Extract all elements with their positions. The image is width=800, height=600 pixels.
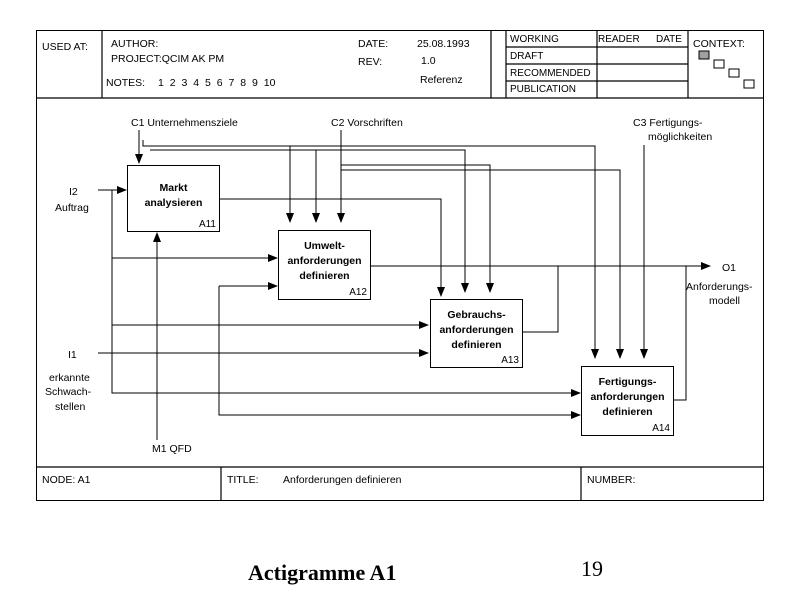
notes-values: 1 2 3 4 5 6 7 8 9 10 xyxy=(158,77,276,89)
activity-box-a12: Umwelt- anforderungen definieren A12 xyxy=(278,230,371,300)
input-i1-note-2: Schwach- xyxy=(45,386,92,398)
date-column-label: DATE xyxy=(656,34,682,45)
a13-title-line2: anforderungen xyxy=(439,324,514,336)
input-i1-label: I1 xyxy=(68,349,77,361)
title-label: TITLE: xyxy=(227,474,259,486)
activity-box-a14: Fertigungs- anforderungen definieren A14 xyxy=(581,366,674,436)
status-recommended: RECOMMENDED xyxy=(510,68,591,79)
context-label: CONTEXT: xyxy=(693,38,745,50)
date-label: DATE: xyxy=(358,38,389,50)
activity-box-a11: Markt analysieren A11 xyxy=(127,165,220,232)
a13-title-line1: Gebrauchs- xyxy=(447,309,506,321)
a12-title-line3: definieren xyxy=(299,270,350,282)
page-number: 19 xyxy=(581,556,603,581)
status-working: WORKING xyxy=(510,34,559,45)
a11-title-line1: Markt xyxy=(159,182,188,194)
rev-value: 1.0 xyxy=(421,55,436,67)
a12-title-line2: anforderungen xyxy=(287,255,362,267)
mechanism-m1-label: M1 QFD xyxy=(152,443,192,455)
input-i1-note-1: erkannte xyxy=(49,372,90,384)
used-at-label: USED AT: xyxy=(42,41,88,53)
a13-title-line3: definieren xyxy=(451,339,502,351)
rev-label: REV: xyxy=(358,56,383,68)
context-diagram xyxy=(698,50,755,89)
output-o1-name: Anforderungs- xyxy=(686,281,753,293)
slide-caption: Actigramme A1 xyxy=(248,560,397,585)
output-o1-name-line2: modell xyxy=(709,295,740,307)
a14-title-line3: definieren xyxy=(602,406,653,418)
notes-label: NOTES: xyxy=(106,77,146,89)
input-i2-label: I2 xyxy=(69,186,78,198)
input-i2-name: Auftrag xyxy=(55,202,89,214)
status-draft: DRAFT xyxy=(510,51,544,62)
a14-node-id: A14 xyxy=(652,423,670,434)
reader-label: READER xyxy=(598,34,640,45)
control-c2-label: C2 Vorschriften xyxy=(331,117,403,129)
a14-title-line1: Fertigungs- xyxy=(598,376,657,388)
a11-node-id: A11 xyxy=(198,219,216,230)
title-value: Anforderungen definieren xyxy=(283,474,402,486)
input-i1-note-3: stellen xyxy=(55,401,86,413)
node-label: NODE: A1 xyxy=(42,474,91,486)
status-publication: PUBLICATION xyxy=(510,84,576,95)
author-label: AUTHOR: xyxy=(111,38,159,50)
project-label: PROJECT:QCIM AK PM xyxy=(111,53,225,65)
control-c1-label: C1 Unternehmensziele xyxy=(131,117,238,129)
a11-title-line2: analysieren xyxy=(144,197,203,209)
arrows xyxy=(98,130,711,440)
a13-node-id: A13 xyxy=(501,355,519,366)
date-value: 25.08.1993 xyxy=(417,38,470,50)
referenz-label: Referenz xyxy=(420,74,463,86)
form-grid xyxy=(36,30,764,501)
activity-box-a13: Gebrauchs- anforderungen definieren A13 xyxy=(430,299,523,368)
a14-title-line2: anforderungen xyxy=(590,391,665,403)
number-label: NUMBER: xyxy=(587,474,636,486)
idef0-form-frame xyxy=(36,30,764,501)
a12-node-id: A12 xyxy=(349,287,367,298)
a12-title-line1: Umwelt- xyxy=(304,240,345,252)
output-o1-label: O1 xyxy=(722,262,737,274)
control-c3-label-line2: möglichkeiten xyxy=(648,131,713,143)
control-c3-label: C3 Fertigungs- xyxy=(633,117,703,129)
